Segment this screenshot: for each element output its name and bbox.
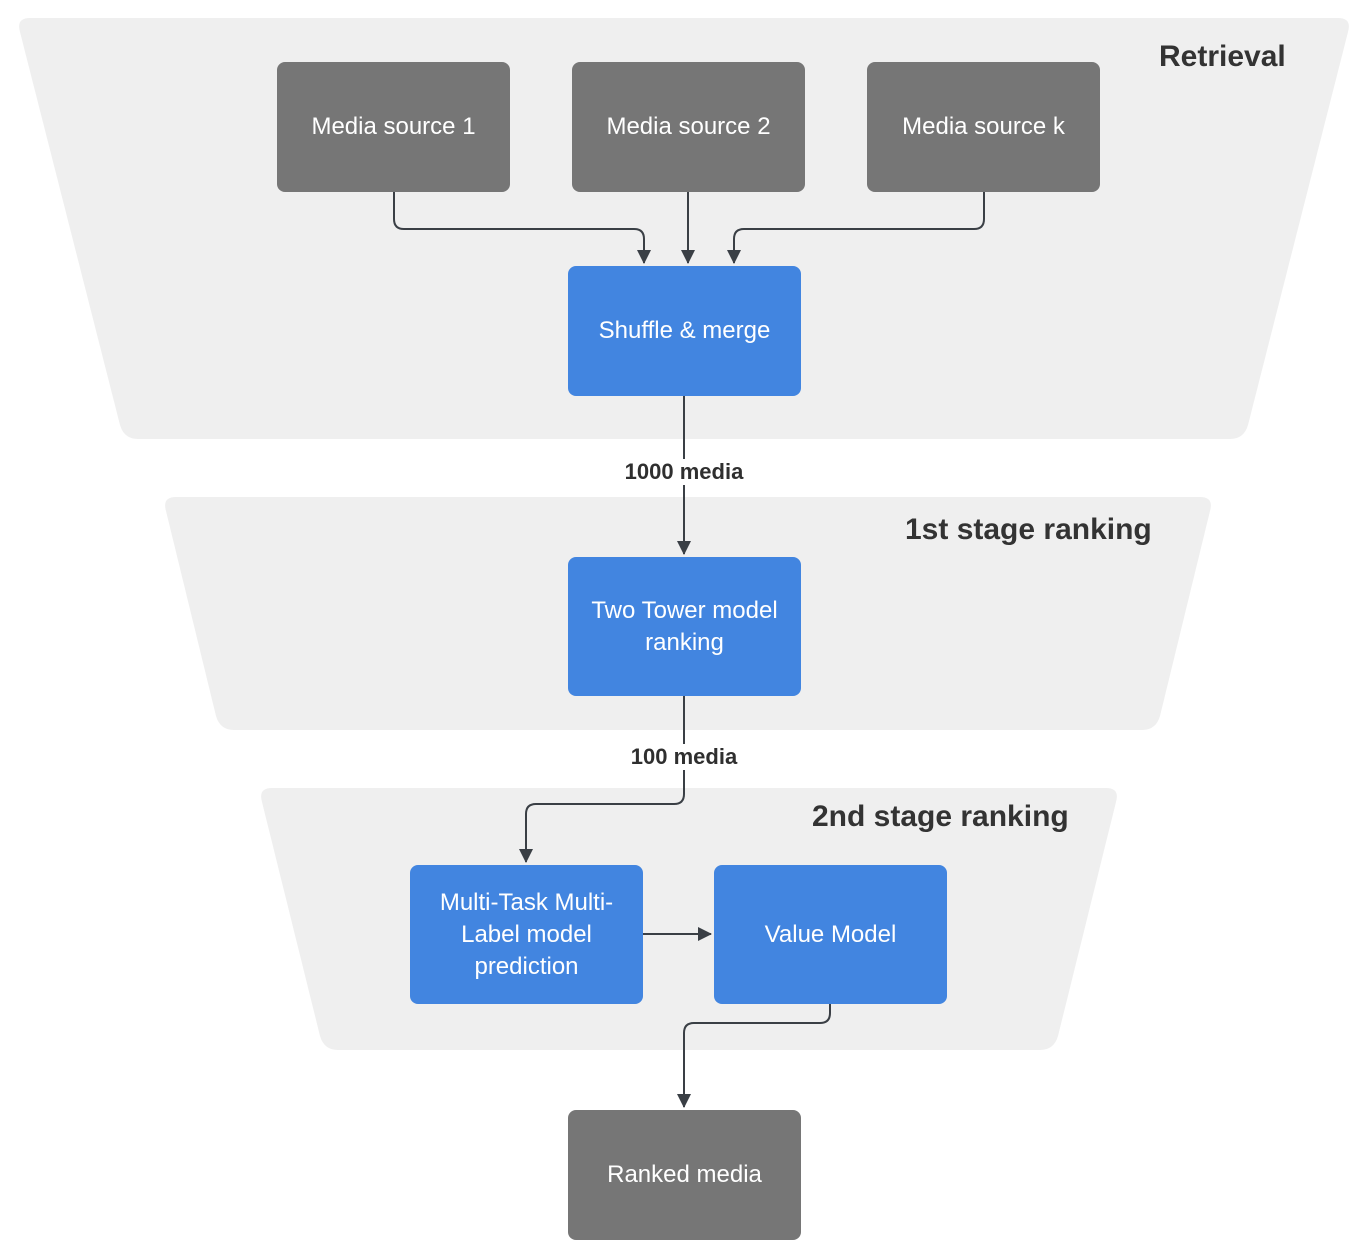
shuffle-merge-node: Shuffle & merge — [568, 266, 801, 396]
arrow-value-model-to-ranked — [677, 1004, 831, 1108]
media-source-1-node: Media source 1 — [277, 62, 510, 192]
arrow-two-tower-to-mtml — [519, 696, 685, 863]
edge-label-100-media: 100 media — [626, 744, 742, 770]
value-model-node: Value Model — [714, 865, 947, 1004]
two-tower-ranking-node: Two Tower model ranking — [568, 557, 801, 696]
media-source-k-node: Media source k — [867, 62, 1100, 192]
retrieval-stage-title: Retrieval — [1159, 40, 1286, 73]
second-stage-title: 2nd stage ranking — [812, 800, 1069, 833]
ranked-media-node: Ranked media — [568, 1110, 801, 1240]
edge-label-1000-media: 1000 media — [620, 459, 748, 485]
arrow-sourcek-to-shuffle — [727, 192, 985, 264]
media-source-2-node: Media source 2 — [572, 62, 805, 192]
arrow-source1-to-shuffle — [393, 192, 651, 264]
first-stage-title: 1st stage ranking — [905, 513, 1152, 546]
multi-task-multi-label-node: Multi-Task Multi-Label model prediction — [410, 865, 643, 1004]
